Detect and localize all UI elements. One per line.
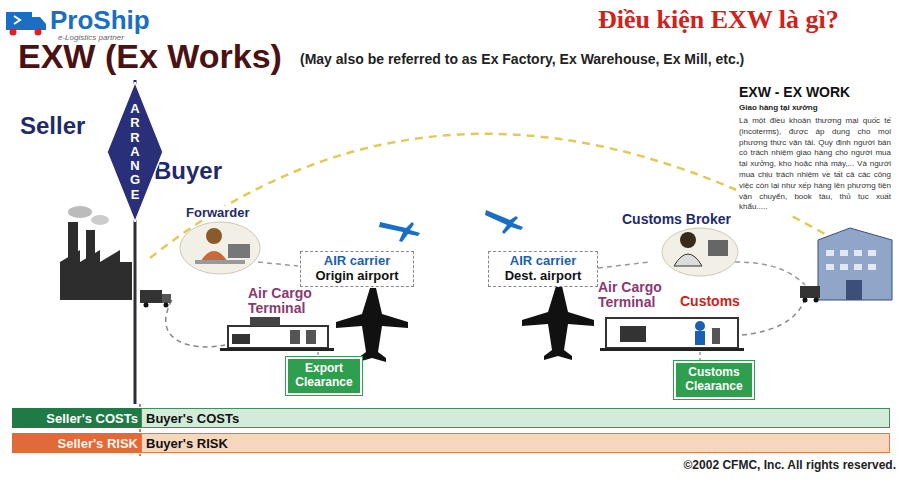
node-text: ARRANGE	[129, 102, 142, 202]
warehouse	[800, 228, 892, 303]
cargo-terminal	[220, 312, 334, 351]
customs-label: Customs	[680, 294, 740, 309]
node-text: Dest. airport	[505, 269, 582, 284]
big-plane	[336, 286, 594, 362]
node-text: Là một điều khoản thương mại quốc tế (in…	[739, 116, 891, 213]
cargo-terminal	[600, 318, 744, 351]
node-text: Giao hàng tại xưởng	[739, 103, 891, 112]
node-text: EXW - EX WORK	[739, 84, 891, 100]
diamond-outline	[107, 82, 163, 222]
copyright: ©2002 CFMC, Inc. All rights reserved.	[684, 459, 896, 472]
node-text: AIR carrier	[324, 254, 390, 269]
node-text: Export Clearance	[290, 362, 358, 390]
page-heading: Điều kiện EXW là gì?	[598, 6, 839, 35]
clearance-box: Export Clearance	[286, 357, 362, 395]
risk-band: Buyer's RISK	[141, 433, 890, 453]
info-panel: EXW - EX WORK Giao hàng tại xưởng Là một đ…	[736, 82, 894, 215]
forwarder-icon	[180, 222, 260, 274]
party-label: Buyer	[154, 158, 222, 184]
subtitle: (May also be referred to as Ex Factory, …	[300, 52, 744, 67]
cost-band: Seller's COSTs	[12, 408, 141, 428]
node-text: Buyer's COSTs	[146, 411, 239, 426]
brand-name: ProShip	[50, 6, 150, 35]
broker-icon	[662, 228, 738, 276]
terminal-label: Air Cargo Terminal	[598, 280, 676, 311]
node-text: Seller's RISK	[58, 436, 138, 451]
arrange-diamond: ARRANGE	[107, 82, 163, 222]
party-label: Seller	[20, 113, 85, 139]
diagram-title: EXW (Ex Works)	[18, 38, 282, 75]
cost-band: Buyer's COSTs	[141, 408, 890, 428]
clearance-box: Customs Clearance	[674, 361, 754, 399]
brand-tagline: e-Logistics partner	[58, 34, 124, 43]
node-text: Origin airport	[315, 269, 398, 284]
node-text: AIR carrier	[510, 254, 576, 269]
role-label: Customs Broker	[622, 212, 731, 227]
node-text: Seller's COSTs	[46, 411, 138, 426]
terminal-label: Air Cargo Terminal	[248, 286, 328, 317]
logo-truck	[6, 12, 46, 36]
node-text: Customs Clearance	[678, 366, 750, 394]
factory	[60, 206, 132, 300]
truck	[140, 290, 171, 308]
airport-box: AIR carrierDest. airport	[488, 251, 598, 287]
risk-band: Seller's RISK	[12, 433, 141, 453]
airport-box: AIR carrierOrigin airport	[300, 251, 414, 287]
node-text: Buyer's RISK	[146, 436, 228, 451]
role-label: Forwarder	[186, 206, 250, 220]
small-plane	[379, 210, 523, 242]
